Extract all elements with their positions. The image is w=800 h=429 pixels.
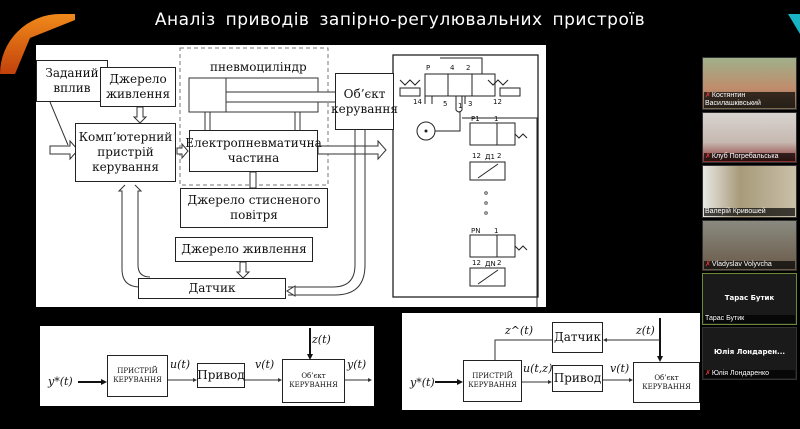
u-label: u(t,z) xyxy=(523,362,553,375)
sensor-box: Датчик xyxy=(552,322,603,353)
controller-box: ПРИСТРІЙ КЕРУВАННЯ xyxy=(463,360,522,402)
port-label: 14 xyxy=(413,98,422,106)
participant-tile[interactable]: Юлія Лондарен... ✗Юлія Лондаренко xyxy=(702,327,797,380)
port-label: 12 xyxy=(472,259,481,267)
mic-muted-icon: ✗ xyxy=(705,370,711,377)
v-label: v(t) xyxy=(255,358,275,371)
mic-muted-icon: ✗ xyxy=(705,92,711,99)
participant-name: ✗Клуб Погребальська xyxy=(704,153,795,161)
power-source-box: Джерело живлення xyxy=(100,67,176,107)
object-box: Об’єкт КЕРУВАННЯ xyxy=(633,362,700,403)
participant-display-name: Тарас Бутик xyxy=(724,294,775,302)
port-label: 1 xyxy=(494,115,499,123)
input-label: y*(t) xyxy=(410,376,435,389)
computer-controller-box: Комп’ютерний пристрій керування xyxy=(75,123,176,182)
participant-tile[interactable]: ✗Vladyslav Volyvcha xyxy=(702,220,797,271)
z-label: z(t) xyxy=(636,324,655,337)
port-label: Д1 xyxy=(485,153,495,161)
port-label: 2 xyxy=(497,152,502,160)
port-label: 1 xyxy=(494,227,499,235)
participant-tile[interactable]: Тарас Бутик Тарас Бутик xyxy=(702,273,797,325)
z-hat-label: z^(t) xyxy=(505,324,534,337)
participant-tile[interactable]: ✗Клуб Погребальська xyxy=(702,112,797,163)
port-label: 12 xyxy=(472,152,481,160)
participant-name: ✗Vladyslav Volyvcha xyxy=(704,261,795,269)
port-label: 2 xyxy=(497,259,502,267)
u-label: u(t) xyxy=(170,358,191,371)
participant-name: ✗Костянтин Василашківський xyxy=(704,92,795,108)
control-object-box: Об’єкт керування xyxy=(331,73,398,130)
drive-box: Привод xyxy=(197,363,245,388)
object-box: Об’єкт КЕРУВАННЯ xyxy=(282,359,345,403)
power-source-2-box: Джерело живлення xyxy=(175,237,313,262)
slide-title: Аналіз приводів запірно-регулювальних пр… xyxy=(154,10,646,30)
participant-name: Валерій Кривошей xyxy=(704,208,795,216)
input-label: y*(t) xyxy=(48,375,73,388)
port-label: PN xyxy=(471,227,481,235)
port-label: 5 xyxy=(443,100,448,108)
v-label: v(t) xyxy=(610,362,630,375)
mic-muted-icon: ✗ xyxy=(705,261,711,268)
port-label: P1 xyxy=(471,115,480,123)
cylinder-label: пневмоциліндр xyxy=(210,60,307,74)
port-label: ДN xyxy=(485,260,496,268)
port-label: 1 xyxy=(458,102,463,110)
port-label: 4 xyxy=(450,64,455,72)
output-label: y(t) xyxy=(347,358,367,371)
participant-tile[interactable]: ✗Костянтин Василашківський xyxy=(702,57,797,110)
participant-tile[interactable]: Валерій Кривошей xyxy=(702,165,797,218)
controller-box: ПРИСТРІЙ КЕРУВАННЯ xyxy=(107,355,168,397)
port-label: P xyxy=(426,64,431,72)
compressed-air-box: Джерело стисненого повітря xyxy=(180,188,328,228)
port-label: 12 xyxy=(493,98,502,106)
participant-display-name: Юлія Лондарен... xyxy=(713,348,786,357)
sensor-box: Датчик xyxy=(138,278,286,299)
participant-name: Тарас Бутик xyxy=(704,315,795,323)
z-label: z(t) xyxy=(312,333,331,346)
port-label: 3 xyxy=(468,100,473,108)
given-input-box: Заданий вплив xyxy=(36,60,108,102)
drive-box: Привод xyxy=(552,365,603,392)
port-label: 2 xyxy=(466,64,471,72)
mic-muted-icon: ✗ xyxy=(705,153,711,160)
electropneumatic-box: Електропневматична частина xyxy=(185,130,322,172)
participant-name: ✗Юлія Лондаренко xyxy=(704,370,795,378)
